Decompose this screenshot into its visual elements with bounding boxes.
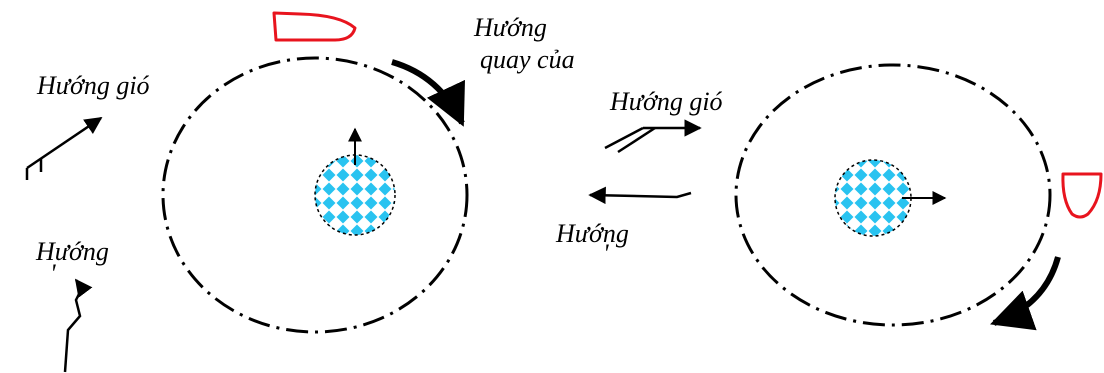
left-wind-label: Hướng gió bbox=[36, 71, 150, 100]
right-rotation-arrow bbox=[990, 256, 1061, 331]
right-wind-barb-icon bbox=[604, 119, 702, 154]
left-rotation-arrow bbox=[391, 59, 465, 127]
left-bottom-label: Hướng bbox=[35, 237, 109, 266]
right-lower-fragment: ' bbox=[603, 239, 609, 268]
left-wavy-arrow bbox=[63, 278, 93, 373]
right-boat-icon bbox=[1061, 172, 1103, 219]
left-center-disc bbox=[314, 154, 396, 236]
right-left-arrow bbox=[588, 186, 692, 205]
right-lower-label: Hướng bbox=[555, 219, 629, 248]
left-orbit-ellipse bbox=[161, 56, 469, 334]
right-orbit-ellipse bbox=[734, 63, 1052, 327]
right-scene: Hướng gió Hướng ' bbox=[555, 63, 1103, 331]
left-rotation-label-line1: Hướng bbox=[473, 13, 547, 42]
left-boat-icon bbox=[272, 11, 357, 42]
right-center-disc bbox=[834, 159, 912, 237]
right-wind-label: Hướng gió bbox=[609, 87, 723, 116]
left-bottom-fragment: ' bbox=[50, 259, 56, 288]
left-wind-barb-icon bbox=[25, 116, 103, 180]
left-scene: Hướng gió Hướng quay của Hướng ' bbox=[25, 11, 575, 373]
left-rotation-label-line2: quay của bbox=[480, 45, 575, 74]
